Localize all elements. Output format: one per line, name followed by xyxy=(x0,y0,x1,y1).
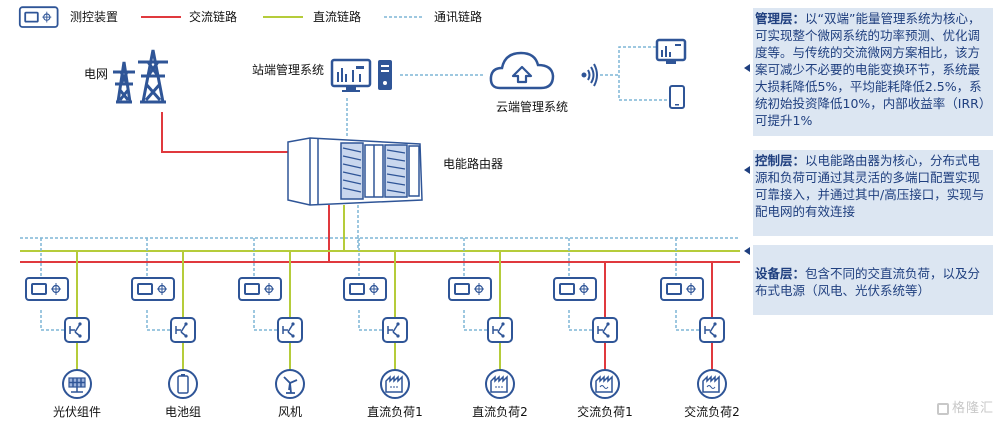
switch-icon[interactable] xyxy=(487,317,513,343)
device-branches: 光伏组件 电池组 风机 直流负荷1 直流负荷2 交流负荷1 交流负荷2 xyxy=(25,238,740,419)
device-label: 交流负荷2 xyxy=(684,404,740,419)
device-branch: 交流负荷1 xyxy=(553,238,633,419)
grid-ac-link xyxy=(161,112,288,153)
server-icon xyxy=(378,60,392,90)
watermark-logo-icon xyxy=(936,403,949,415)
control-layer-panel: 控制层：以电能路由器为核心，分布式电源和负荷可通过其灵活的多端口配置实现可靠接入… xyxy=(753,150,993,236)
grid-label: 电网 xyxy=(84,67,108,81)
device-layer-title: 设备层： xyxy=(755,266,806,281)
legend-label-comm: 通讯链路 xyxy=(434,9,482,24)
device-label: 光伏组件 xyxy=(53,405,101,419)
control-layer-title: 控制层： xyxy=(755,153,806,168)
switch-icon[interactable] xyxy=(592,317,618,343)
factory-dc-load-icon xyxy=(485,369,515,399)
management-layer-panel: 管理层：以“双端”能量管理系统为核心，可实现整个微网系统的功率预测、优化调度等。… xyxy=(753,8,993,136)
switch-icon[interactable] xyxy=(277,317,303,343)
device-label: 直流负荷2 xyxy=(472,405,528,419)
switch-icon[interactable] xyxy=(64,317,90,343)
switch-icon[interactable] xyxy=(382,317,408,343)
factory-ac-load-icon xyxy=(697,369,727,399)
switch-icon[interactable] xyxy=(170,317,196,343)
energy-router-cabinet-icon xyxy=(287,137,423,206)
device-label: 电池组 xyxy=(165,405,201,419)
factory-ac-load-icon xyxy=(590,369,620,399)
battery-icon xyxy=(168,369,198,399)
device-layer-panel: 设备层：包含不同的交直流负荷，以及分布式电源（风电、光伏系统等） xyxy=(753,245,993,315)
device-branch: 电池组 xyxy=(131,238,201,419)
device-layer-text: 包含不同的交直流负荷，以及分布式电源（风电、光伏系统等） xyxy=(755,266,981,298)
cloud-mgmt-label: 云端管理系统 xyxy=(496,99,568,114)
device-branch: 直流负荷2 xyxy=(448,238,528,419)
monitor-chart-icon xyxy=(330,58,372,92)
management-layer-title: 管理层： xyxy=(755,11,806,26)
solar-panel-icon xyxy=(62,369,92,399)
measure-control-device-icon xyxy=(131,277,175,301)
measure-control-device-icon xyxy=(553,277,597,301)
device-label: 直流负荷1 xyxy=(367,405,423,419)
watermark-text: 格隆汇 xyxy=(951,401,994,416)
device-branch: 风机 xyxy=(238,238,305,419)
control-layer-text: 以电能路由器为核心，分布式电源和负荷可通过其灵活的多端口配置实现可靠接入，并通过… xyxy=(755,153,985,219)
management-layer-text: 以“双端”能量管理系统为核心，可实现整个微网系统的功率预测、优化调度等。与传统的… xyxy=(755,11,986,128)
legend-label-dc: 直流链路 xyxy=(313,9,361,24)
panel-pointer-icon xyxy=(744,166,750,174)
panel-pointer-icon xyxy=(744,247,750,255)
power-tower-icon xyxy=(113,49,168,104)
station-mgmt-label: 站端管理系统 xyxy=(252,62,324,77)
panel-pointer-icon xyxy=(744,64,750,72)
factory-dc-load-icon xyxy=(380,369,410,399)
measure-control-device-icon xyxy=(660,277,704,301)
device-branch: 交流负荷2 xyxy=(660,238,740,419)
legend-label-ac: 交流链路 xyxy=(189,9,237,24)
remote-monitor-icon xyxy=(655,38,687,64)
device-branch: 直流负荷1 xyxy=(343,238,423,419)
legend-ctrl-device-icon xyxy=(18,6,59,28)
mobile-phone-icon xyxy=(669,85,685,109)
legend-label-ctrl: 测控装置 xyxy=(70,10,118,24)
router-label: 电能路由器 xyxy=(443,156,503,171)
device-branch: 光伏组件 xyxy=(25,238,101,419)
device-label: 交流负荷1 xyxy=(577,404,633,419)
measure-control-device-icon xyxy=(448,277,492,301)
device-label: 风机 xyxy=(278,405,302,419)
switch-icon[interactable] xyxy=(699,317,725,343)
measure-control-device-icon xyxy=(343,277,387,301)
legend: 测控装置 交流链路 直流链路 通讯链路 xyxy=(18,6,482,28)
measure-control-device-icon xyxy=(238,277,282,301)
wind-turbine-icon xyxy=(275,369,305,399)
cloud-upload-icon xyxy=(489,51,555,90)
wireless-signal-icon xyxy=(581,63,598,87)
watermark: 格隆汇 xyxy=(936,397,994,416)
measure-control-device-icon xyxy=(25,277,69,301)
